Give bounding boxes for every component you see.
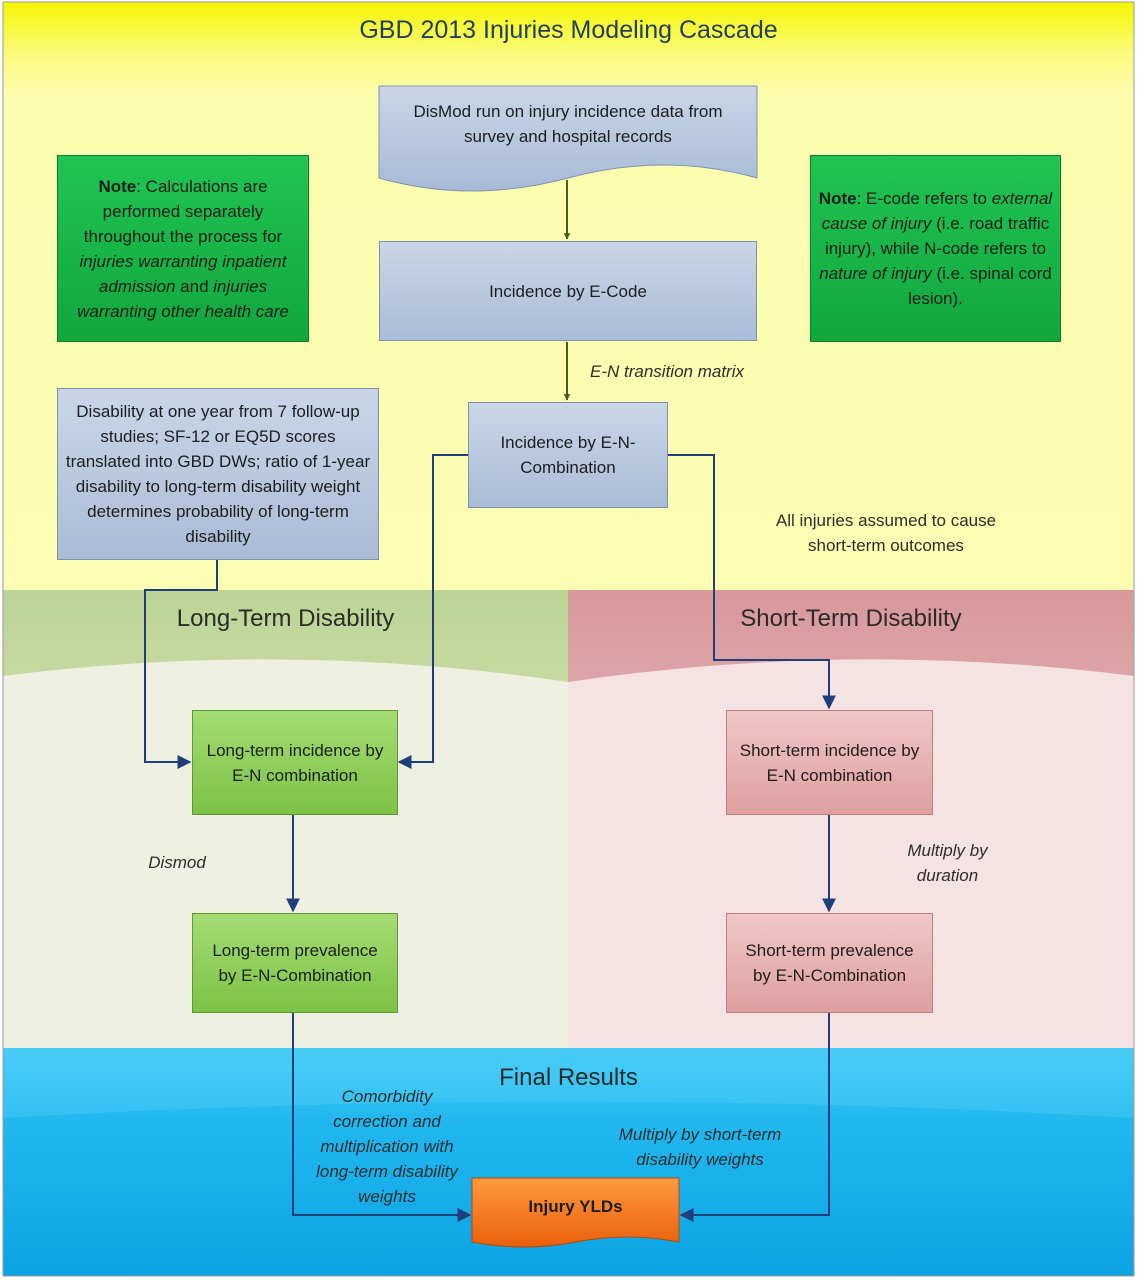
final-header-band <box>3 1048 1134 1118</box>
comorbidity-label: Comorbidity correction and multiplicatio… <box>316 1087 458 1206</box>
dismod-label: Dismod <box>148 853 206 872</box>
st-prevalence-box: Short-term prevalence by E-N-Combination <box>726 913 933 1013</box>
note-left-label: Note <box>98 176 137 196</box>
multiply-short-term-label: Multiply by short-term disability weight… <box>618 1125 782 1169</box>
diagram-title: GBD 2013 Injuries Modeling Cascade <box>359 16 778 44</box>
note-right: Note: E-code refers to external cause of… <box>810 155 1061 342</box>
final-results-header: Final Results <box>499 1064 638 1091</box>
note-right-italic-1: external cause of injury <box>821 189 1053 233</box>
note-right-italic-2: nature of injury <box>819 264 932 283</box>
short-term-header: Short-Term Disability <box>740 605 962 632</box>
note-right-text: Note: E-code refers to external cause of… <box>817 186 1054 311</box>
note-left-italic-2: injuries warranting other health care <box>77 276 289 321</box>
st-incidence-box: Short-term incidence by E-N combination <box>726 710 933 815</box>
disability-studies-box: Disability at one year from 7 follow-up … <box>57 388 379 560</box>
long-term-header: Long-Term Disability <box>176 605 395 632</box>
incidence-en-box: Incidence by E-N-Combination <box>468 402 668 508</box>
note-right-text-2: (i.e. road traffic injury), while N-code… <box>824 214 1050 258</box>
lt-incidence-box: Long-term incidence by E-N combination <box>192 710 398 815</box>
arrow-disability-to-lt-incidence <box>144 560 218 769</box>
transition-matrix-label: E-N transition matrix <box>590 362 744 381</box>
incidence-ecode-box: Incidence by E-Code <box>379 241 757 341</box>
note-right-text-1: : E-code refers to <box>856 189 992 208</box>
note-left-text-2: and <box>175 276 214 296</box>
short-term-assumption-label: All injuries assumed to cause short-term… <box>775 511 997 555</box>
note-right-text-3: (i.e. spinal cord lesion). <box>908 264 1052 308</box>
short-term-header-band <box>568 590 1134 682</box>
long-term-header-band <box>3 590 568 682</box>
multiply-duration-label: Multiply by duration <box>907 841 988 885</box>
note-left: Note: Calculations are performed separat… <box>57 155 309 342</box>
arrow-st-prevalence-to-yld <box>679 1013 830 1222</box>
note-right-label: Note <box>818 189 857 208</box>
arrow-lt-prevalence-to-yld <box>292 1013 472 1222</box>
arrow-en-to-lt-incidence <box>397 454 468 769</box>
yld-box: Injury YLDs <box>528 1196 623 1216</box>
lt-prevalence-box: Long-term prevalence by E-N-Combination <box>192 913 398 1013</box>
yld-shape <box>471 1177 680 1248</box>
dismod-run-shape <box>378 85 758 192</box>
note-left-text-1: : Calculations are performed separately … <box>83 176 283 246</box>
note-left-italic-1: injuries warranting inpatient admission <box>79 251 287 296</box>
note-left-text: Note: Calculations are performed separat… <box>64 174 302 324</box>
dismod-run-box: DisMod run on injury incidence data from… <box>413 102 723 146</box>
arrow-en-to-st-incidence <box>668 454 836 710</box>
